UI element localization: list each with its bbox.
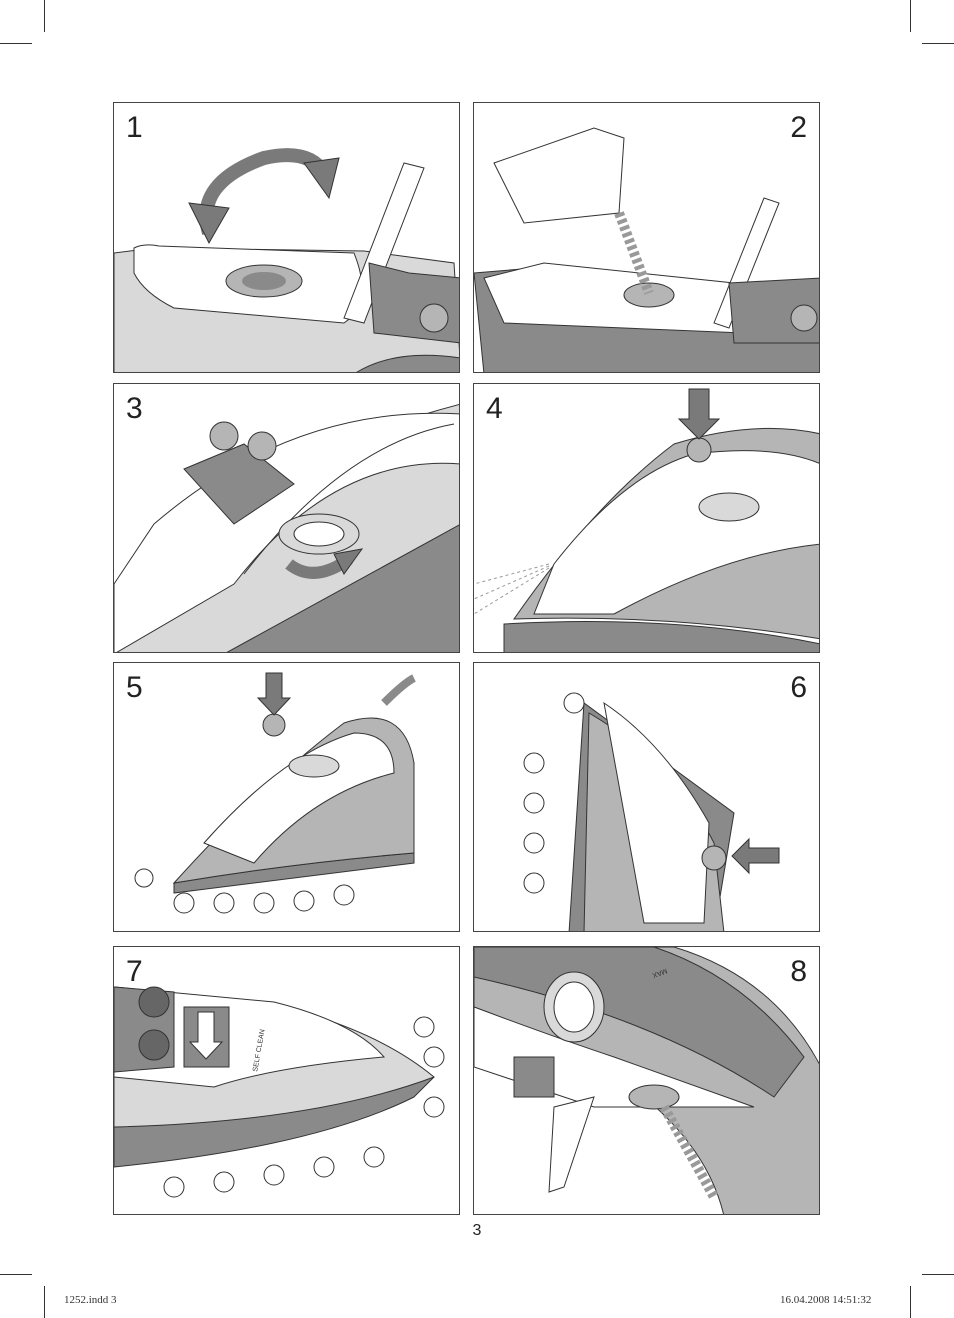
step-number: 5: [126, 671, 143, 704]
footer-file: 1252.indd 3: [64, 1294, 117, 1306]
empty-water-illustration: [474, 947, 819, 1214]
page-number: 3: [472, 1222, 482, 1239]
step-number: 6: [790, 671, 807, 704]
step-number: 1: [126, 111, 143, 144]
step-panel-4: 4: [473, 383, 820, 653]
step-panel-3: 3: [113, 383, 460, 653]
iron-open-lid-illustration: [114, 148, 459, 372]
crop-mark: [44, 1286, 45, 1318]
crop-mark: [922, 1274, 954, 1275]
step-number: 4: [486, 392, 503, 425]
step-panel-1: 1: [113, 102, 460, 373]
temperature-dial-illustration: [114, 404, 459, 652]
spray-button-illustration: [474, 388, 819, 652]
crop-mark: [44, 0, 45, 32]
self-clean-illustration: [114, 986, 445, 1198]
steam-burst-illustration: [134, 672, 416, 914]
footer-timestamp: 16.04.2008 14:51:32: [780, 1294, 872, 1306]
crop-mark: [0, 43, 32, 44]
crop-mark: [910, 0, 911, 32]
step-panel-6: 6: [473, 662, 820, 932]
step-number: 3: [126, 392, 143, 425]
step-number: 7: [126, 955, 143, 988]
crop-mark: [910, 1286, 911, 1318]
step-panel-5: 5: [113, 662, 460, 932]
step-panel-7: 7 SELF CLEAN: [113, 946, 460, 1215]
step-number: 8: [790, 955, 807, 988]
step-panel-8: 8 MAX: [473, 946, 820, 1215]
vertical-steam-illustration: [523, 692, 780, 931]
step-number: 2: [790, 111, 807, 144]
crop-mark: [0, 1274, 32, 1275]
step-panel-2: 2: [473, 102, 820, 373]
fill-water-illustration: [474, 127, 819, 372]
crop-mark: [922, 43, 954, 44]
